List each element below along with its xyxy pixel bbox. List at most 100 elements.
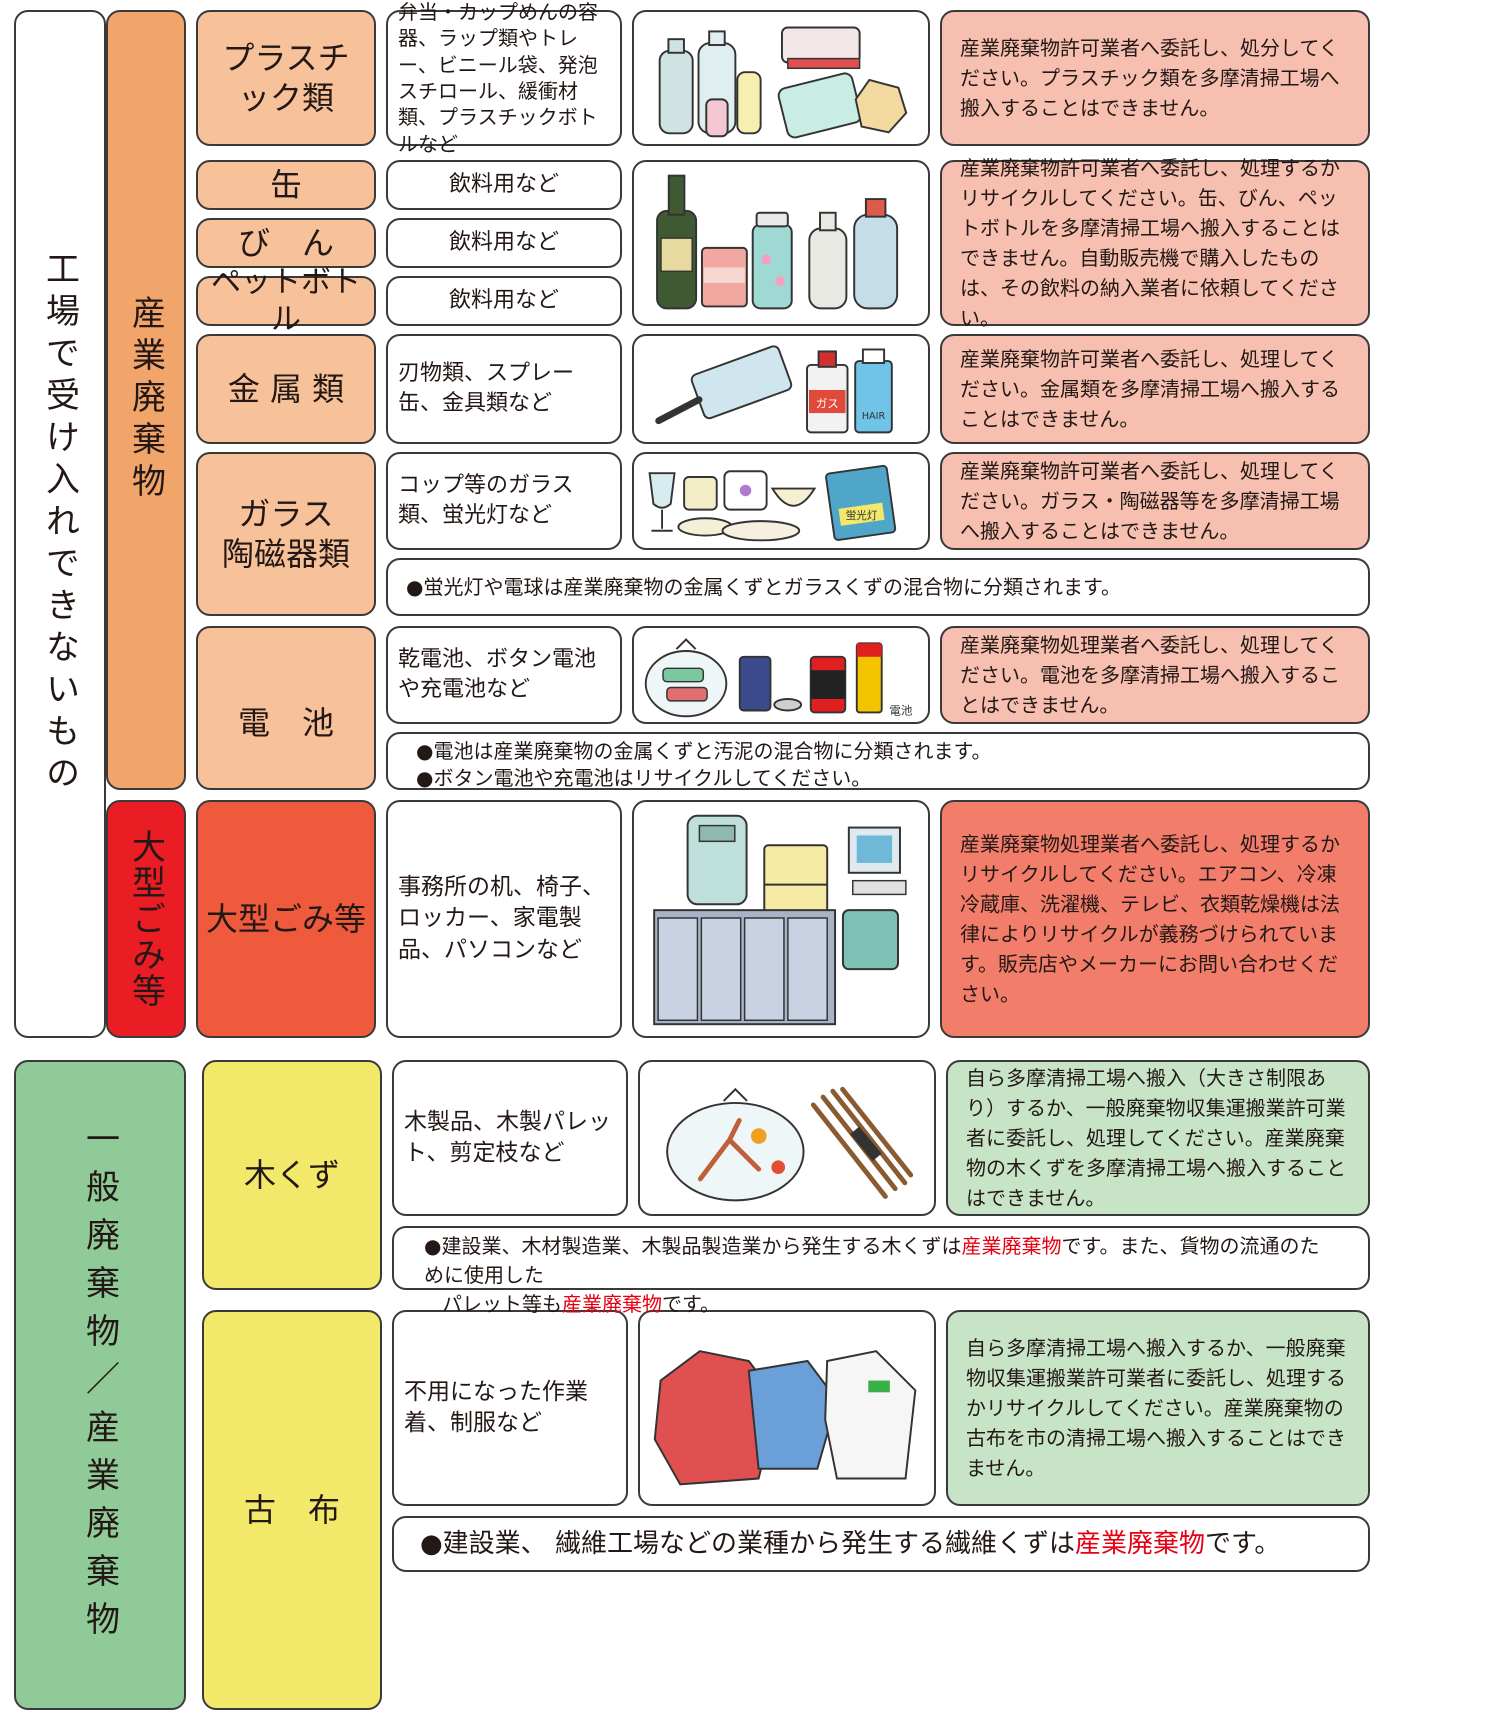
note-wood: ●建設業、木材製造業、木製品製造業から発生する木くずは産業廃棄物です。また、貨物… [392, 1226, 1370, 1316]
category-wood: 木くず [202, 1060, 382, 1290]
batteries-icon: 電池 [644, 638, 913, 717]
desc-large: 事務所の机、椅子、ロッカー、家電製品、パソコンなど [386, 800, 622, 1038]
desc-can-text: 飲料用など [448, 172, 559, 198]
category-large-label: 大型ごみ等 [205, 900, 366, 938]
category-cloth: 古 布 [202, 1310, 382, 1710]
group-large-label: 大型ごみ等 [125, 829, 166, 1009]
category-glass-label-2: 陶磁器類 [221, 535, 350, 573]
desc-metal: 刃物類、スプレー缶、金具類など [386, 334, 622, 444]
action-large: 産業廃棄物処理業者へ委託し、処理するかリサイクルしてください。エアコン、冷凍冷蔵… [940, 800, 1370, 1038]
desc-bin-text: 飲料用など [448, 230, 559, 256]
group-not-accepted-label: 工場で受け入れできないもの [39, 251, 80, 797]
note-battery-line-1: ●電池は産業廃棄物の金属くずと汚泥の混合物に分類されます。 [416, 739, 992, 763]
cloth-illustration [638, 1310, 936, 1506]
category-metal-label: 金 属 類 [227, 370, 345, 408]
action-plastic: 産業廃棄物許可業者へ委託し、処分してください。プラスチック類を多摩清掃工場へ搬入… [940, 10, 1370, 146]
desc-can: 飲料用など [386, 160, 622, 210]
category-glass-label-1: ガラス [238, 495, 334, 533]
note-wood-line-2: パレット等も産業廃棄物です。 [424, 1290, 1338, 1319]
desc-battery: 乾電池、ボタン電池や充電池など [386, 626, 622, 724]
category-bin: び ん [196, 218, 376, 268]
large-illustration [632, 800, 930, 1038]
desc-cloth-text: 不用になった作業着、制服など [404, 1378, 588, 1436]
category-cloth-label: 古 布 [243, 1491, 340, 1529]
action-wood-text: 自ら多摩清掃工場へ搬入（大きさ制限あり）するか、一般廃棄物収集運搬業許可業者に委… [966, 1066, 1346, 1210]
desc-pet-text: 飲料用など [448, 288, 559, 314]
action-battery: 産業廃棄物処理業者へ委託し、処理してください。電池を多摩清掃工場へ搬入することは… [940, 626, 1370, 724]
note-battery-line-2: ●ボタン電池や充電池はリサイクルしてください。 [416, 766, 872, 790]
note-cloth: ●建設業、 繊維工場などの業種から発生する繊維くずは産業廃棄物です。 [392, 1516, 1370, 1572]
desc-bin: 飲料用など [386, 218, 622, 268]
desc-large-text: 事務所の机、椅子、ロッカー、家電製品、パソコンなど [398, 874, 605, 963]
note-glass: ●蛍光灯や電球は産業廃棄物の金属くずとガラスくずの混合物に分類されます。 [386, 558, 1370, 616]
note-wood-highlight-2: 産業廃棄物 [562, 1292, 662, 1316]
action-metal: 産業廃棄物許可業者へ委託し、処理してください。金属類を多摩清掃工場へ搬入すること… [940, 334, 1370, 444]
desc-wood-text: 木製品、木製パレット、剪定枝など [404, 1108, 611, 1166]
action-cloth-text: 自ら多摩清掃工場へ搬入するか、一般廃棄物収集運搬業許可業者に委託し、処理するかリ… [966, 1336, 1346, 1480]
wood-illustration [638, 1060, 936, 1216]
hair-label: HAIR [862, 411, 886, 422]
battery-illustration: 電池 [632, 626, 930, 724]
desc-cloth: 不用になった作業着、制服など [392, 1310, 628, 1506]
action-wood: 自ら多摩清掃工場へ搬入（大きさ制限あり）するか、一般廃棄物収集運搬業許可業者に委… [946, 1060, 1370, 1216]
note-wood-text-c: です。また、貨物の流通のために使用した [424, 1234, 1320, 1287]
category-bin-label: び ん [237, 224, 334, 262]
old-clothes-icon [653, 1350, 917, 1486]
action-glass: 産業廃棄物許可業者へ委託し、処理してください。ガラス・陶磁器等を多摩清掃工場へ搬… [940, 452, 1370, 550]
category-large: 大型ごみ等 [196, 800, 376, 1038]
group-large: 大型ごみ等 [106, 800, 186, 1038]
note-cloth-highlight: 産業廃棄物 [1074, 1528, 1205, 1559]
category-can-label: 缶 [269, 166, 302, 204]
category-pet: ペットボトル [196, 265, 376, 337]
group-industrial-label: 産業廃棄物 [125, 295, 166, 505]
desc-pet: 飲料用など [386, 276, 622, 326]
note-battery: ●電池は産業廃棄物の金属くずと汚泥の混合物に分類されます。 ●ボタン電池や充電池… [386, 732, 1370, 790]
note-wood-line-1: ●建設業、木材製造業、木製品製造業から発生する木くずは産業廃棄物です。また、貨物… [424, 1232, 1338, 1290]
furniture-appliances-icon [653, 814, 907, 1026]
action-beverage: 産業廃棄物許可業者へ委託し、処理するかリサイクルしてください。缶、びん、ペットボ… [940, 156, 1370, 330]
glass-ceramics-icon: 蛍光灯 [648, 464, 897, 542]
desc-wood: 木製品、木製パレット、剪定枝など [392, 1060, 628, 1216]
note-cloth-text-a: ●建設業、 繊維工場などの業種から発生する繊維くずは [420, 1528, 1075, 1559]
category-can: 缶 [196, 160, 376, 210]
action-glass-text: 産業廃棄物許可業者へ委託し、処理してください。ガラス・陶磁器等を多摩清掃工場へ搬… [960, 459, 1340, 543]
desc-plastic-text: 弁当・カップめんの容器、ラップ類やトレー、ビニール袋、発泡スチロール、緩衝材類、… [398, 0, 598, 156]
category-plastic-label: プラスチック類 [222, 39, 350, 117]
note-glass-text: ●蛍光灯や電球は産業廃棄物の金属くずとガラスくずの混合物に分類されます。 [406, 575, 1122, 599]
plastic-illustration [632, 10, 930, 146]
category-wood-label: 木くず [243, 1156, 340, 1194]
lamp-label: 蛍光灯 [846, 509, 878, 522]
note-cloth-text-c: です。 [1204, 1528, 1281, 1559]
category-glass: ガラス 陶磁器類 [196, 452, 376, 616]
group-not-accepted: 工場で受け入れできないもの [14, 10, 106, 1038]
category-battery-label: 電 池 [237, 704, 334, 742]
desc-metal-text: 刃物類、スプレー缶、金具類など [398, 361, 575, 416]
beverage-illustration [632, 160, 930, 326]
note-wood-text-d: パレット等も [442, 1292, 562, 1316]
desc-glass: コップ等のガラス類、蛍光灯など [386, 452, 622, 550]
glass-illustration: 蛍光灯 [632, 452, 930, 550]
note-wood-text-a: ●建設業、木材製造業、木製品製造業から発生する木くずは [424, 1234, 962, 1258]
category-plastic: プラスチック類 [196, 10, 376, 146]
note-wood-text-f: です。 [662, 1292, 720, 1316]
desc-glass-text: コップ等のガラス類、蛍光灯など [398, 473, 574, 528]
note-wood-highlight-1: 産業廃棄物 [961, 1234, 1062, 1258]
plastic-containers-icon [658, 26, 908, 139]
battery-img-label: 電池 [889, 703, 912, 717]
knife-spray-can-icon: ガス HAIR [655, 345, 893, 434]
desc-plastic: 弁当・カップめんの容器、ラップ類やトレー、ビニール袋、発泡スチロール、緩衝材類、… [386, 0, 622, 156]
wood-scraps-icon [666, 1086, 914, 1202]
desc-battery-text: 乾電池、ボタン電池や充電池など [398, 647, 597, 702]
bottles-cans-icon [656, 174, 899, 310]
action-large-text: 産業廃棄物処理業者へ委託し、処理するかリサイクルしてください。エアコン、冷凍冷蔵… [960, 832, 1340, 1006]
category-battery: 電 池 [196, 626, 376, 790]
action-cloth: 自ら多摩清掃工場へ搬入するか、一般廃棄物収集運搬業許可業者に委託し、処理するかリ… [946, 1310, 1370, 1506]
action-battery-text: 産業廃棄物処理業者へ委託し、処理してください。電池を多摩清掃工場へ搬入することは… [960, 633, 1340, 717]
action-metal-text: 産業廃棄物許可業者へ委託し、処理してください。金属類を多摩清掃工場へ搬入すること… [960, 347, 1340, 431]
action-beverage-text: 産業廃棄物許可業者へ委託し、処理するかリサイクルしてください。缶、びん、ペットボ… [960, 156, 1340, 330]
group-industrial: 産業廃棄物 [106, 10, 186, 790]
category-metal: 金 属 類 [196, 334, 376, 444]
group-general-label: 一般廃棄物／産業廃棄物 [79, 1121, 120, 1649]
spray-label: ガス [816, 396, 839, 410]
action-plastic-text: 産業廃棄物許可業者へ委託し、処分してください。プラスチック類を多摩清掃工場へ搬入… [960, 36, 1340, 120]
